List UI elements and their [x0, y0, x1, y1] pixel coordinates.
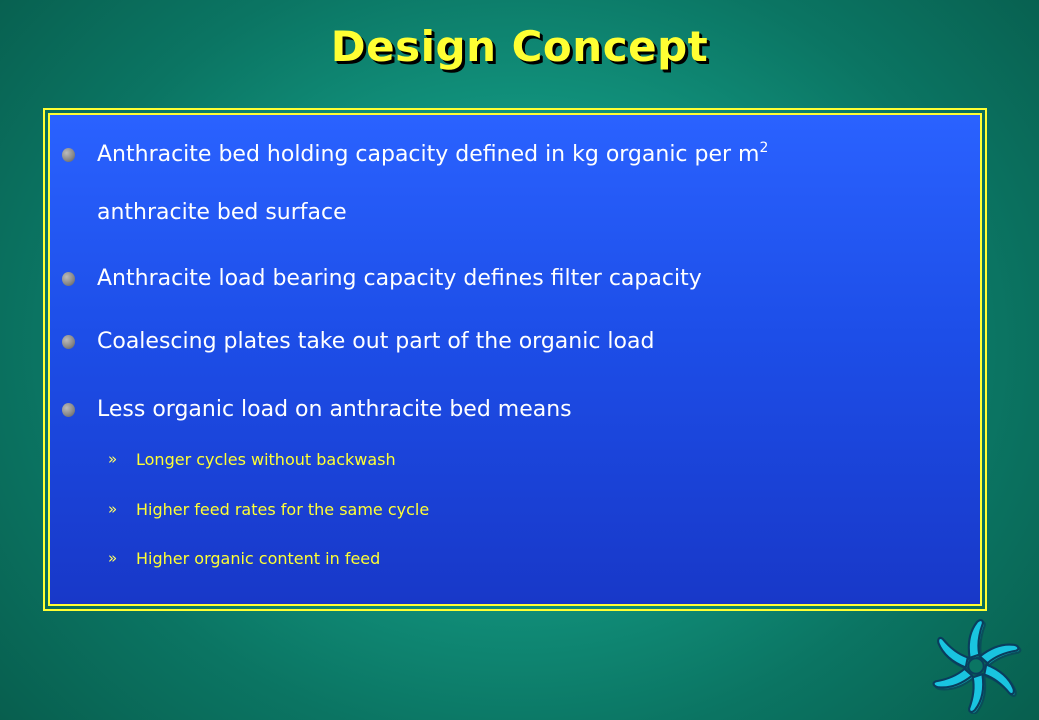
swirl-logo-icon	[932, 618, 1022, 714]
slide-title: Design Concept	[330, 22, 709, 71]
content-frame: Anthracite bed holding capacity defined …	[43, 108, 987, 611]
sub-bullet-marker: »	[108, 500, 118, 518]
superscript-2: 2	[759, 140, 769, 156]
sub-bullet-text: Higher organic content in feed	[136, 549, 381, 568]
bullet-text: Anthracite load bearing capacity defines…	[97, 266, 702, 291]
bullet-text: Less organic load on anthracite bed mean…	[97, 397, 572, 422]
sub-bullet-marker: »	[108, 450, 118, 468]
bullet-dot-icon	[62, 335, 75, 349]
bullet-text: Coalescing plates take out part of the o…	[97, 329, 655, 354]
bullet-dot-icon	[62, 403, 75, 417]
bullet-text-line1: Anthracite bed holding capacity defined …	[97, 142, 760, 167]
bullet-dot-icon	[62, 272, 75, 286]
bullet-text: Anthracite bed holding capacity defined …	[97, 126, 960, 184]
bullet-text-line2: anthracite bed surface	[97, 200, 347, 225]
bullet-dot-icon	[62, 148, 75, 162]
content-box: Anthracite bed holding capacity defined …	[48, 113, 982, 606]
sub-bullet-text: Higher feed rates for the same cycle	[136, 500, 430, 519]
sub-bullet-text: Longer cycles without backwash	[136, 450, 396, 469]
sub-bullet-marker: »	[108, 549, 118, 567]
